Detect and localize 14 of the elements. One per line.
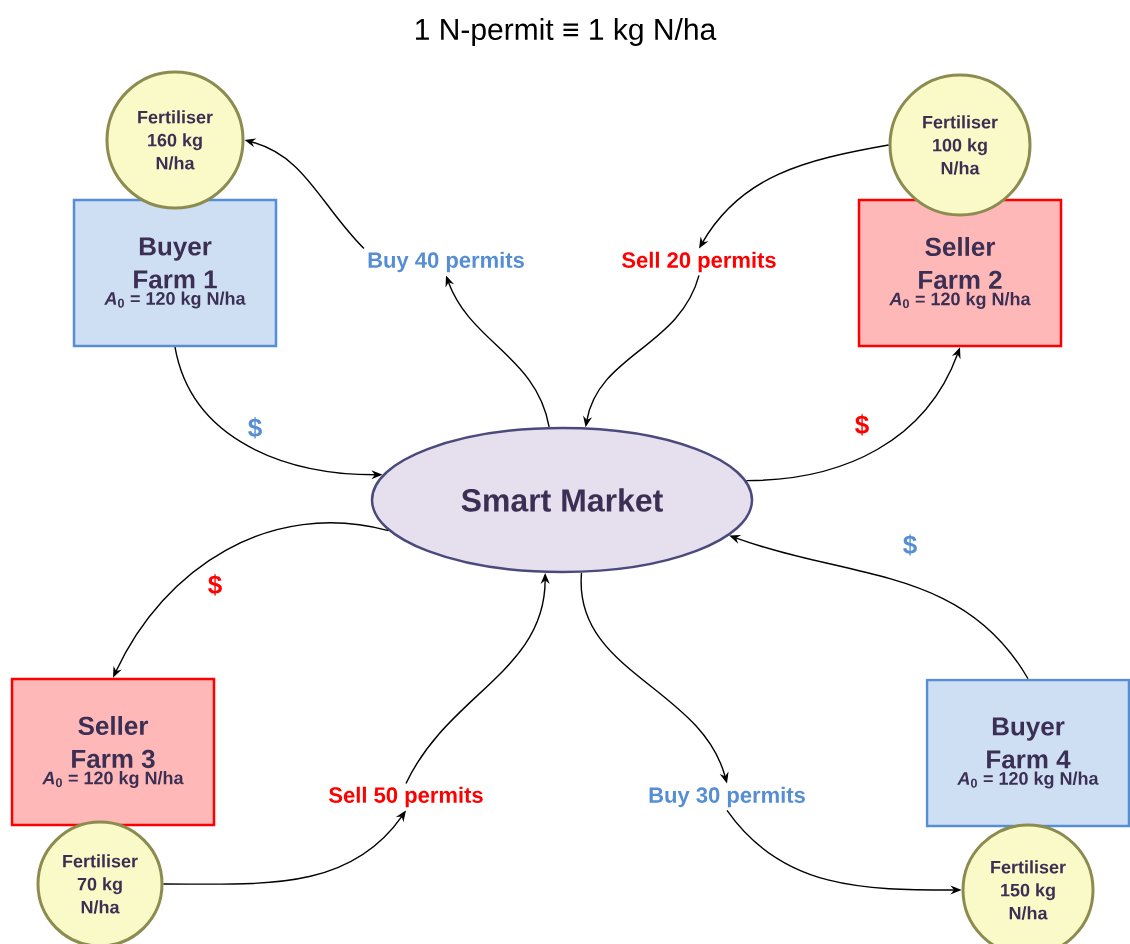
- permit-label: Buy 30 permits: [649, 786, 805, 808]
- edge-label: $: [208, 574, 222, 596]
- farm-box: Seller Farm 2 A$_{0}$ = 120 kg N/ha: [857, 198, 1063, 348]
- title: 1 N-permit ≡ 1 kg N/ha: [416, 18, 717, 46]
- permit-label: Buy 40 permits: [368, 251, 524, 273]
- oval: Smart Market: [370, 426, 754, 574]
- edge-label: $: [903, 534, 917, 556]
- farm-box: Seller Farm 3 A$_{0}$ = 120 kg N/ha: [10, 677, 216, 827]
- farm-box: Buyer Farm 1 A$_{0}$ = 120 kg N/ha: [72, 198, 278, 348]
- permit-label: Sell 50 permits: [329, 786, 483, 808]
- permit-label: Sell 20 permits: [622, 251, 776, 273]
- edge-label: $: [855, 414, 869, 436]
- edge-label: $: [248, 417, 262, 439]
- farm-box: Buyer Farm 4 A$_{0}$ = 120 kg N/ha: [925, 678, 1130, 828]
